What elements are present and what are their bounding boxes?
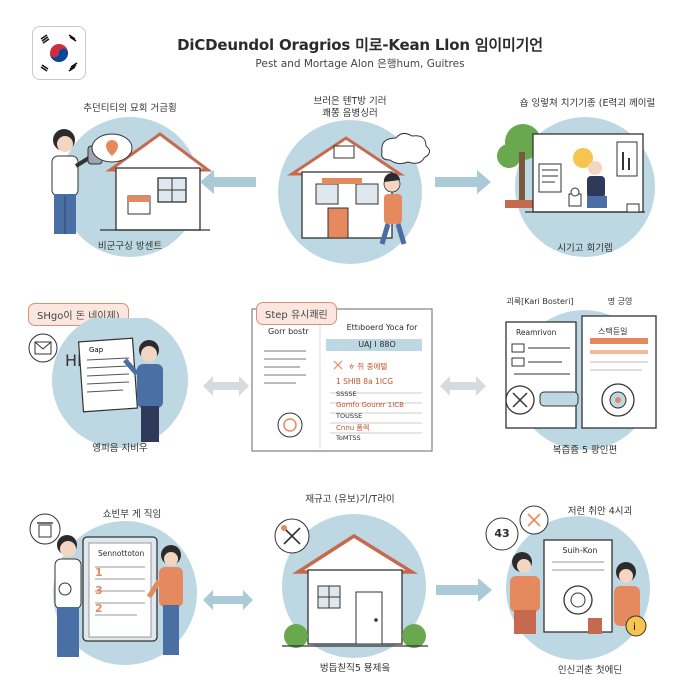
chat-bubble-icon <box>381 132 430 165</box>
doc-line-2: 1 SHIB 8a 1ICG <box>336 377 394 386</box>
clipboard-title: Sennottoton <box>98 549 145 558</box>
step-6-scene <box>505 310 657 450</box>
doc-line-3: SSSSE <box>336 390 357 398</box>
tools-icon <box>283 527 301 545</box>
arrow-double-3 <box>203 590 253 610</box>
clipboard-number-3: 2 <box>95 602 103 615</box>
step-9-bottom-label: 인신괴춘 첫에딘 <box>557 665 623 676</box>
badge-43-icon <box>485 517 519 551</box>
step-8-top-label: 재규고 (유보)기/T라이 <box>305 494 395 505</box>
step-8-scene <box>274 514 428 658</box>
doc-band: UAJ I 88O <box>358 340 396 349</box>
step-3-scene <box>497 117 655 257</box>
doc-b-title: 스택듣일 <box>598 327 628 336</box>
arrow-double-2 <box>440 376 486 396</box>
doc-line-1: ㅎ 쥐 중에텔 <box>348 362 388 371</box>
step-3-bottom-label: 시기고 회기렙 <box>557 243 613 254</box>
step-1-top-label: 추던티티의 묘회 거금횡 <box>83 103 177 114</box>
step-2-scene <box>278 120 430 264</box>
korean-flag-icon <box>32 26 86 80</box>
chart-icon <box>616 141 638 177</box>
map-pin-icon <box>106 140 118 156</box>
step-6-bottom-label: 복즙쥼 5 팡인편 <box>552 445 618 456</box>
doc-line-5: TOUSSE <box>336 412 363 420</box>
doc-line-4: Gomfo Gourer 1ICB <box>336 401 404 409</box>
svg-text:HI: HI <box>65 351 82 370</box>
step-7-scene <box>29 513 197 665</box>
page-subtitle: Pest and Mortage Alon 은행hum, Guitres <box>255 58 465 70</box>
doc-header: Gorr bostr <box>268 327 309 336</box>
page-title: DiCDeundol Oragrios 미로-Kean Llon 임이미기언 <box>177 36 543 54</box>
clipboard-number-1: 1 <box>95 566 103 579</box>
step-5-document <box>251 308 433 452</box>
doc-title: Ettıboerd Yoca for <box>346 323 418 332</box>
step-3-top-label: 숍 잉렇쳐 치기기종 (E력괴 께이럴 <box>519 98 656 109</box>
step-9-scene: i <box>485 505 650 660</box>
doc-line-7: ToMTSS <box>336 434 361 442</box>
arrow-right <box>435 170 491 194</box>
clipboard-number-2: 3 <box>95 584 103 597</box>
step-1-bottom-label: 비군구싱 방센트 <box>97 241 163 252</box>
step-4-scene: HI Gap <box>28 318 188 448</box>
step-7-top-label: 쇼빈부 게 직임 <box>102 509 162 520</box>
arrow-right-2 <box>436 578 492 602</box>
doc-a-title: Reamrivon <box>516 328 557 337</box>
arrow-left <box>200 170 256 194</box>
step-8-bottom-label: 벙듭칟직5 묭제읔 <box>319 663 391 674</box>
step-5-pill: Step 유시쾌린 <box>256 302 337 325</box>
svg-text:Gap: Gap <box>89 346 104 354</box>
svg-text:i: i <box>633 622 636 633</box>
step-9-top-label: 저런 취안 4시괴 <box>567 506 633 517</box>
arrow-double-1 <box>203 376 249 396</box>
step-1-scene <box>51 117 213 257</box>
trash-icon <box>38 524 52 538</box>
step-6-top-label: 괴룩[Kari Bosteri] <box>506 297 574 306</box>
step-9-doc-title: Suih-Kon <box>562 546 598 555</box>
step-4-bottom-label: 옝피음 지비우 <box>92 443 148 454</box>
doc-line-6: Cnnu 폼렉 <box>336 424 370 432</box>
step-6-top-label-2: 명 긍영 <box>607 297 633 306</box>
badge-number: 43 <box>494 527 510 540</box>
step-2-top-label: 브러은 텐T방 기러 쾌쫑 음병싱러 <box>313 96 387 119</box>
